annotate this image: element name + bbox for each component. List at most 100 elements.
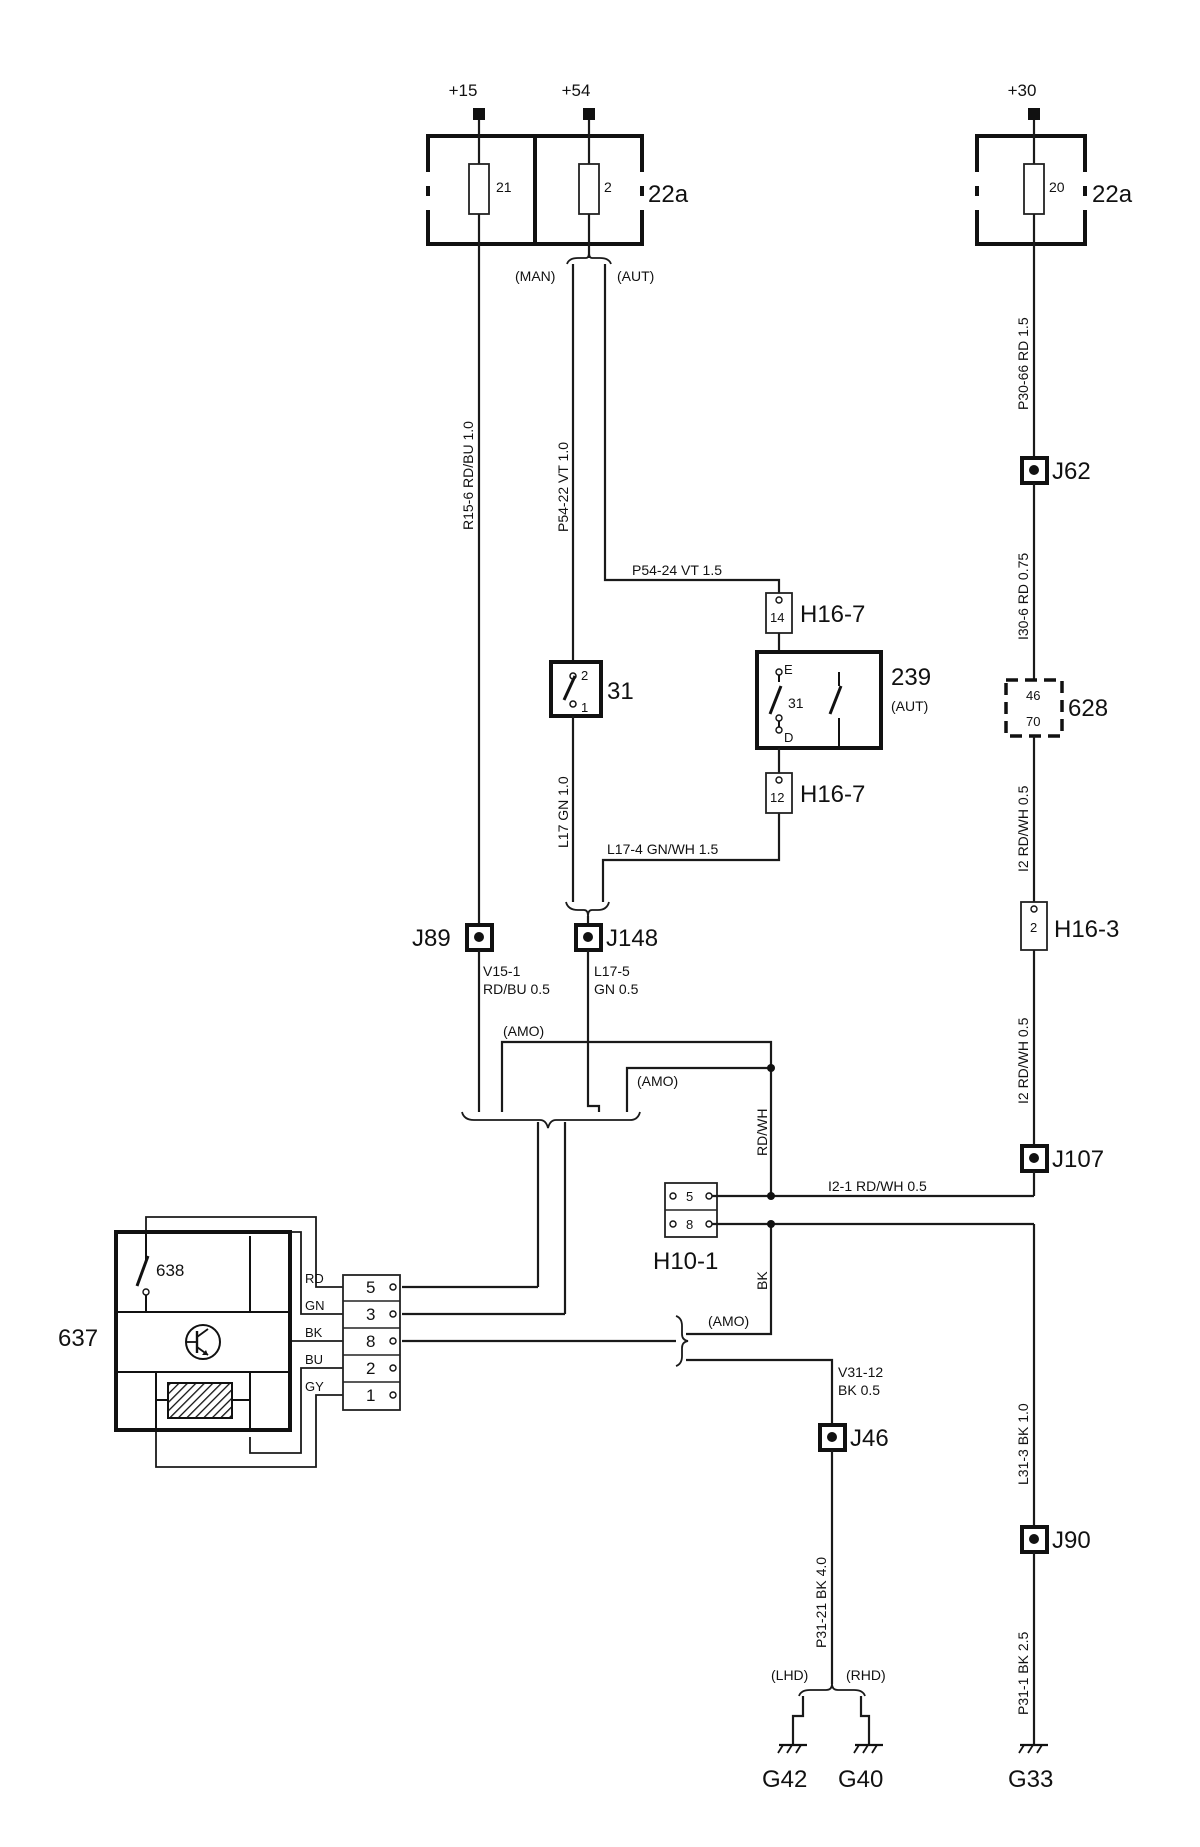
h10-1-label: H10-1 [653,1248,718,1275]
fuse-box-right-label: 22a [1092,181,1133,208]
module-637-label: 637 [58,1325,98,1352]
module-pin-number-8: 8 [366,1332,375,1351]
switch-239-pin-e: E [784,662,793,677]
variant-aut-label: (AUT) [617,268,654,284]
fuse-2-label: 2 [604,179,612,195]
wire-i30-6-label: I30-6 RD 0.75 [1015,553,1031,640]
wire-p31-21-label: P31-21 BK 4.0 [813,1557,829,1648]
connector-628 [1004,678,1064,738]
module-637: 638 637 [58,1216,343,1468]
ground-g42-label: G42 [762,1766,807,1793]
terminal-15-label: +15 [449,81,478,100]
terminal-54 [583,108,595,120]
module-pin-number-3: 3 [366,1305,375,1324]
switch-239-inner-label: 31 [788,695,804,711]
wire-v31-12-label: V31-12 [838,1364,883,1380]
module-pin-contact [389,1364,397,1372]
transistor-icon [185,1324,221,1360]
wire-l17-label: L17 GN 1.0 [555,776,571,848]
h16-3-pin: 2 [1030,920,1037,935]
wire-p31-1-label: P31-1 BK 2.5 [1015,1632,1031,1715]
wire-p30-66-label: P30-66 RD 1.5 [1015,317,1031,410]
splice-j62-box [1020,456,1049,485]
fuse-box-right: 20 22a [973,120,1133,246]
left-wiring: R15-6 RD/BU 1.0 (MAN) (AUT) P54-22 VT 1.… [460,244,781,925]
wire-v31-12-spec: BK 0.5 [838,1382,880,1398]
splice-j148-label: J148 [606,925,658,952]
j46-branch: J46 P31-21 BK 4.0 (LHD) (RHD) G42 G40 [762,1423,889,1793]
variant-lhd-label: (LHD) [771,1667,808,1683]
h16-7-bottom-pin: 12 [770,790,784,805]
wire-bk-label: BK [754,1271,770,1290]
switch-31-label: 31 [607,678,634,705]
terminal-54-label: +54 [562,81,591,100]
fuse-21 [468,163,490,215]
switch-239-pin-d: D [784,730,793,745]
module-pin-color-gn: GN [305,1298,325,1313]
ground-g40-icon [853,1743,883,1754]
h16-7-top-label: H16-7 [800,601,865,628]
ground-g33-label: G33 [1008,1766,1053,1793]
wire-l17-5-spec: GN 0.5 [594,981,639,997]
switch-31-pin-1: 1 [581,700,588,715]
switch-239: E 31 D 239 (AUT) [755,650,931,773]
module-pin-color-gy: GY [305,1379,324,1394]
variant-man-label: (MAN) [515,268,555,284]
wire-p54-22-label: P54-22 VT 1.0 [555,442,571,532]
h10-1-pin-5: 5 [686,1189,693,1204]
wire-r15-6-label: R15-6 RD/BU 1.0 [460,421,476,530]
h16-7-bottom-label: H16-7 [800,781,865,808]
amo-wiring: V15-1 RD/BU 0.5 L17-5 GN 0.5 (AMO) (AMO)… [402,950,883,1425]
module-pin-number-2: 2 [366,1359,375,1378]
terminal-30-label: +30 [1008,81,1037,100]
module-pin-color-rd: RD [305,1271,324,1286]
connector-h16-7-bottom: 12 H16-7 [765,772,865,814]
wire-v15-1-label: V15-1 [483,963,521,979]
module-pin-contact [389,1391,397,1399]
fuse-20 [1023,163,1045,215]
module-pin-number-1: 1 [366,1386,375,1405]
fuse-20-label: 20 [1049,179,1065,195]
fuse-box-left-label: 22a [648,181,689,208]
splice-j89: J89 [412,923,494,952]
h10-1-pin-8: 8 [686,1217,693,1232]
switch-31 [549,660,603,718]
variant-amo-lower: (AMO) [637,1073,678,1089]
wire-i2-1-label: I2-1 RD/WH 0.5 [828,1178,927,1194]
switch-239-label: 239 [891,664,931,691]
wire-rdwh-label: RD/WH [754,1109,770,1156]
ground-g42-icon [777,1743,807,1754]
fuse-2 [578,163,600,215]
splice-j62-label: J62 [1052,458,1091,485]
module-pin-contact [389,1337,397,1345]
right-wiring: P30-66 RD 1.5 J62 I30-6 RD 0.75 46 70 62… [1004,214,1119,1793]
variant-amo-upper: (AMO) [503,1023,544,1039]
variant-amo-bk: (AMO) [708,1313,749,1329]
wire-i2-bot-label: I2 RD/WH 0.5 [1015,1017,1031,1104]
wire-l17-4-label: L17-4 GN/WH 1.5 [607,841,718,857]
splice-j46-label: J46 [850,1425,889,1452]
heater-element [167,1382,233,1419]
module-pin-contact [389,1283,397,1291]
c628-pin-46: 46 [1026,688,1040,703]
splice-j89-label: J89 [412,925,451,952]
fuse-box-left: 21 2 22a [424,120,689,246]
module-pin-contact [389,1310,397,1318]
module-pin-color-bk: BK [305,1325,323,1340]
wire-l31-3-label: L31-3 BK 1.0 [1015,1403,1031,1485]
terminal-15 [473,108,485,120]
ground-g33-icon [1018,1743,1048,1754]
module-pin-number-5: 5 [366,1278,375,1297]
splice-j90-label: J90 [1052,1527,1091,1554]
h16-3-label: H16-3 [1054,916,1119,943]
h16-7-top-pin: 14 [770,610,784,625]
supply-terminals: +15 +54 +30 [449,81,1040,120]
connector-h16-7-top: 14 H16-7 [765,592,865,652]
wire-v15-1-spec: RD/BU 0.5 [483,981,550,997]
wire-p54-24-label: P54-24 VT 1.5 [632,562,722,578]
switch-31-pin-2: 2 [581,668,588,683]
switch-239-sub-label: (AUT) [891,698,928,714]
wire-l17-5-label: L17-5 [594,963,630,979]
fuse-21-label: 21 [496,179,512,195]
